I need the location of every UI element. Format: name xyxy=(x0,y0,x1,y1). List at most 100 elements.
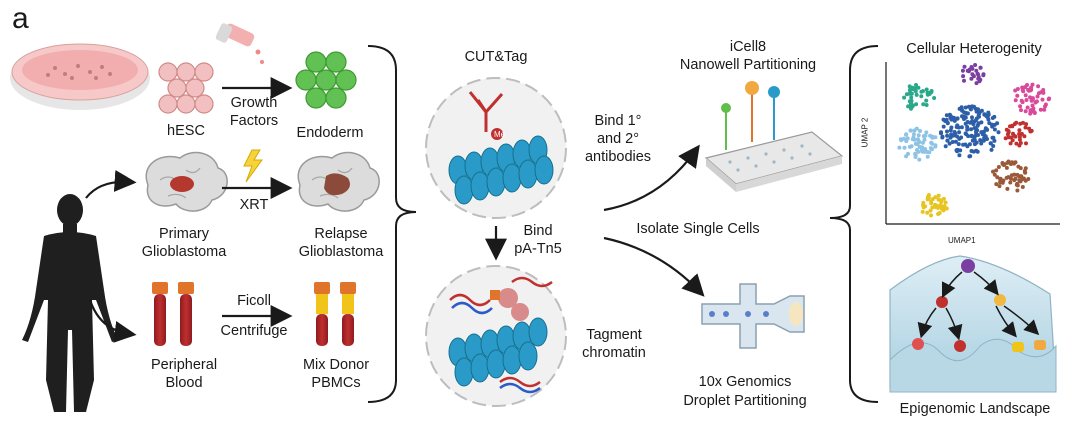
umap-dot xyxy=(1008,162,1013,166)
umap-dot xyxy=(1035,94,1040,99)
umap-dot xyxy=(947,141,952,146)
umap-dot xyxy=(922,137,927,142)
umap-dot xyxy=(917,157,922,162)
umap-dot xyxy=(974,68,979,73)
umap-dot xyxy=(929,213,933,218)
umap-dot xyxy=(924,103,929,107)
umap-dot xyxy=(1020,177,1025,182)
endoderm-cells-icon xyxy=(295,51,357,109)
umap-dot xyxy=(933,143,938,148)
umap-dot xyxy=(1019,174,1024,179)
umap-dot xyxy=(983,134,988,139)
umap-dot xyxy=(1029,85,1034,90)
umap-dot xyxy=(925,154,930,159)
umap-dot xyxy=(924,98,929,103)
left-brace xyxy=(367,45,417,403)
umap-dot xyxy=(963,115,968,120)
umap-dot xyxy=(921,203,925,208)
umap-dot xyxy=(908,128,913,133)
umap-dot xyxy=(963,131,968,136)
umap-dot xyxy=(963,105,968,110)
blood-tubes-icon xyxy=(152,282,194,346)
umap-dot xyxy=(973,106,978,111)
umap-dot xyxy=(925,150,930,154)
umap-dot xyxy=(976,133,980,137)
cut-tag-nucleus-bottom xyxy=(425,265,567,407)
umap-dot xyxy=(965,125,970,129)
tenx-label-1: 10x Genomics xyxy=(698,374,792,390)
umap-dot xyxy=(945,133,950,138)
arrow-body-blood xyxy=(88,299,137,343)
primary-brain-icon xyxy=(145,151,228,212)
umap-dot xyxy=(920,209,925,214)
umap-dot xyxy=(943,144,948,149)
umap-dot xyxy=(991,169,995,174)
arrow-body-brain xyxy=(85,170,137,199)
umap-dot xyxy=(940,135,945,140)
umap-dot xyxy=(985,127,990,132)
umap-dot xyxy=(921,140,925,145)
umap-dot xyxy=(952,118,957,123)
umap-dot xyxy=(1023,109,1028,114)
hesc-label: hESC xyxy=(167,123,205,139)
primary-label-2: Glioblastoma xyxy=(141,244,227,260)
umap-dot xyxy=(925,92,930,97)
umap-dot xyxy=(1012,172,1017,177)
umap-dot xyxy=(1013,98,1018,103)
umap-dot xyxy=(926,195,931,200)
heterogeneity-title: Cellular Heterogenity xyxy=(906,41,1042,57)
umap-dot xyxy=(907,91,912,96)
umap-dot xyxy=(992,127,997,132)
umap-dot xyxy=(930,141,935,146)
umap-dot xyxy=(930,197,935,202)
umap2-axis-label: UMAP 2 xyxy=(860,117,870,148)
umap-dot xyxy=(1024,98,1029,102)
umap-dot xyxy=(901,136,906,141)
umap-dot xyxy=(970,72,975,77)
peripheral-label-2: Blood xyxy=(165,375,203,391)
umap-dot xyxy=(976,76,981,81)
centrifuge-label: Centrifuge xyxy=(220,323,288,339)
umap-dot xyxy=(1020,185,1025,189)
umap-dot xyxy=(933,135,938,140)
umap-dot xyxy=(902,95,907,100)
umap-dot xyxy=(956,142,961,147)
xrt-label: XRT xyxy=(239,197,269,213)
bind-antibodies-label-1: Bind 1° xyxy=(594,113,642,129)
umap-dot xyxy=(966,134,971,139)
umap-dot xyxy=(1030,82,1035,87)
umap-dot xyxy=(965,111,970,116)
umap-dot xyxy=(1017,137,1022,142)
umap-dot xyxy=(929,89,934,93)
umap-dot xyxy=(1040,97,1045,102)
umap-dot xyxy=(1013,176,1018,181)
umap-dot xyxy=(969,149,974,153)
umap-dot xyxy=(962,78,966,83)
umap-dot xyxy=(1019,108,1023,113)
umap-dot xyxy=(969,76,974,81)
mix-donor-label-1: Mix Donor xyxy=(302,357,370,373)
umap-dot xyxy=(1043,104,1047,109)
umap-dot xyxy=(997,184,1002,189)
umap-dot xyxy=(1006,130,1011,135)
umap-dot xyxy=(1006,159,1011,164)
umap-dot xyxy=(1010,138,1015,143)
umap-dot xyxy=(965,144,970,149)
umap-dot xyxy=(994,168,999,173)
umap-dot xyxy=(1008,124,1012,129)
umap-dot xyxy=(1020,85,1025,90)
umap-dot xyxy=(916,85,921,90)
umap-dot xyxy=(930,135,935,140)
umap-dot xyxy=(918,129,922,133)
umap-dot xyxy=(954,125,959,129)
human-silhouette-icon xyxy=(22,194,118,412)
umap-dot xyxy=(957,130,962,135)
umap-dot xyxy=(944,113,949,118)
tenx-label-2: Droplet Partitioning xyxy=(683,393,807,409)
cut-tag-nucleus-top xyxy=(425,77,567,219)
umap-dot xyxy=(960,68,965,73)
umap-dot xyxy=(1016,164,1021,169)
umap-dot xyxy=(1023,125,1028,130)
umap-dot xyxy=(991,144,996,148)
